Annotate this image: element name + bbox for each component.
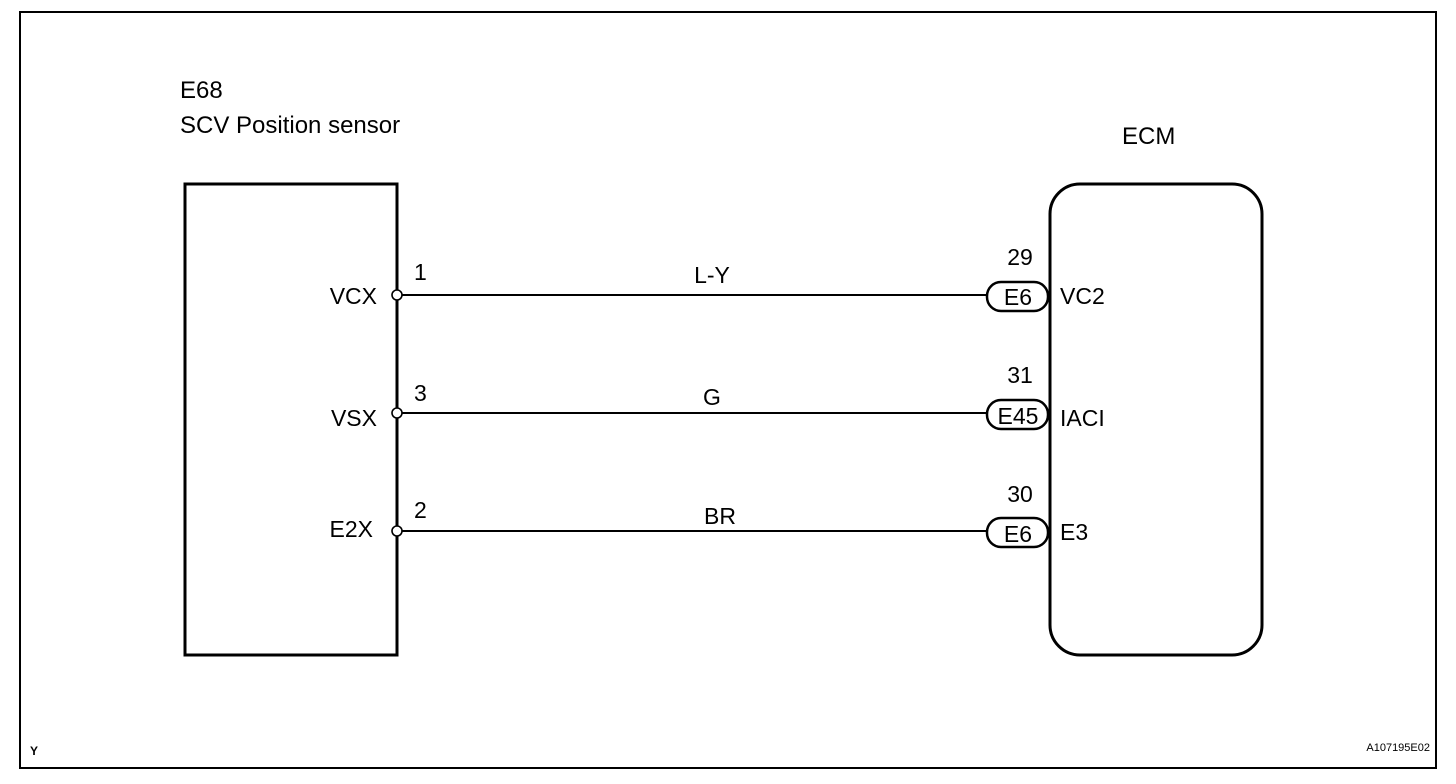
- ecm-pin-label: E3: [1060, 519, 1088, 545]
- sensor-pin-number: 1: [414, 259, 427, 285]
- sensor-pin-number: 2: [414, 497, 427, 523]
- circuit-3: E2X 2 BR E6 30 E3: [330, 481, 1088, 549]
- sensor-pin-number: 3: [414, 380, 427, 406]
- ecm-pin-number: 29: [1007, 244, 1033, 270]
- sensor-box: [183, 182, 399, 657]
- sensor-terminal: [391, 407, 403, 419]
- diagram-frame: [19, 11, 1437, 769]
- sensor-pin-label: E2X: [330, 516, 373, 542]
- sensor-pin-label: VSX: [331, 405, 377, 431]
- sensor-pin-label: VCX: [330, 283, 377, 309]
- connector-outline: [985, 516, 1050, 549]
- ecm-pin-label: IACI: [1060, 405, 1105, 431]
- connector-outline: [985, 398, 1050, 431]
- ecm-box: [1048, 182, 1264, 657]
- sensor-terminal: [391, 289, 403, 301]
- connector-code: E6: [1004, 284, 1032, 310]
- ecm-pin-number: 31: [1007, 362, 1033, 388]
- circuit-1: VCX 1 L-Y E6 29 VC2: [330, 244, 1105, 313]
- ecm-title: ECM: [1122, 123, 1175, 150]
- wire-color-code: BR: [704, 503, 736, 529]
- connector-outline: [985, 280, 1050, 313]
- figure-id: A107195E02: [1366, 742, 1430, 754]
- ecm-pin-number: 30: [1007, 481, 1033, 507]
- sensor-terminal: [391, 525, 403, 537]
- corner-mark: Y: [30, 744, 38, 758]
- wire-color-code: G: [703, 384, 721, 410]
- connector-code: E45: [998, 403, 1039, 429]
- connector-code: E6: [1004, 521, 1032, 547]
- wire-color-code: L-Y: [694, 262, 730, 288]
- ecm-pin-label: VC2: [1060, 283, 1105, 309]
- sensor-code: E68: [180, 77, 223, 104]
- sensor-name: SCV Position sensor: [180, 112, 400, 139]
- circuit-2: VSX 3 G E45 31 IACI: [331, 362, 1105, 431]
